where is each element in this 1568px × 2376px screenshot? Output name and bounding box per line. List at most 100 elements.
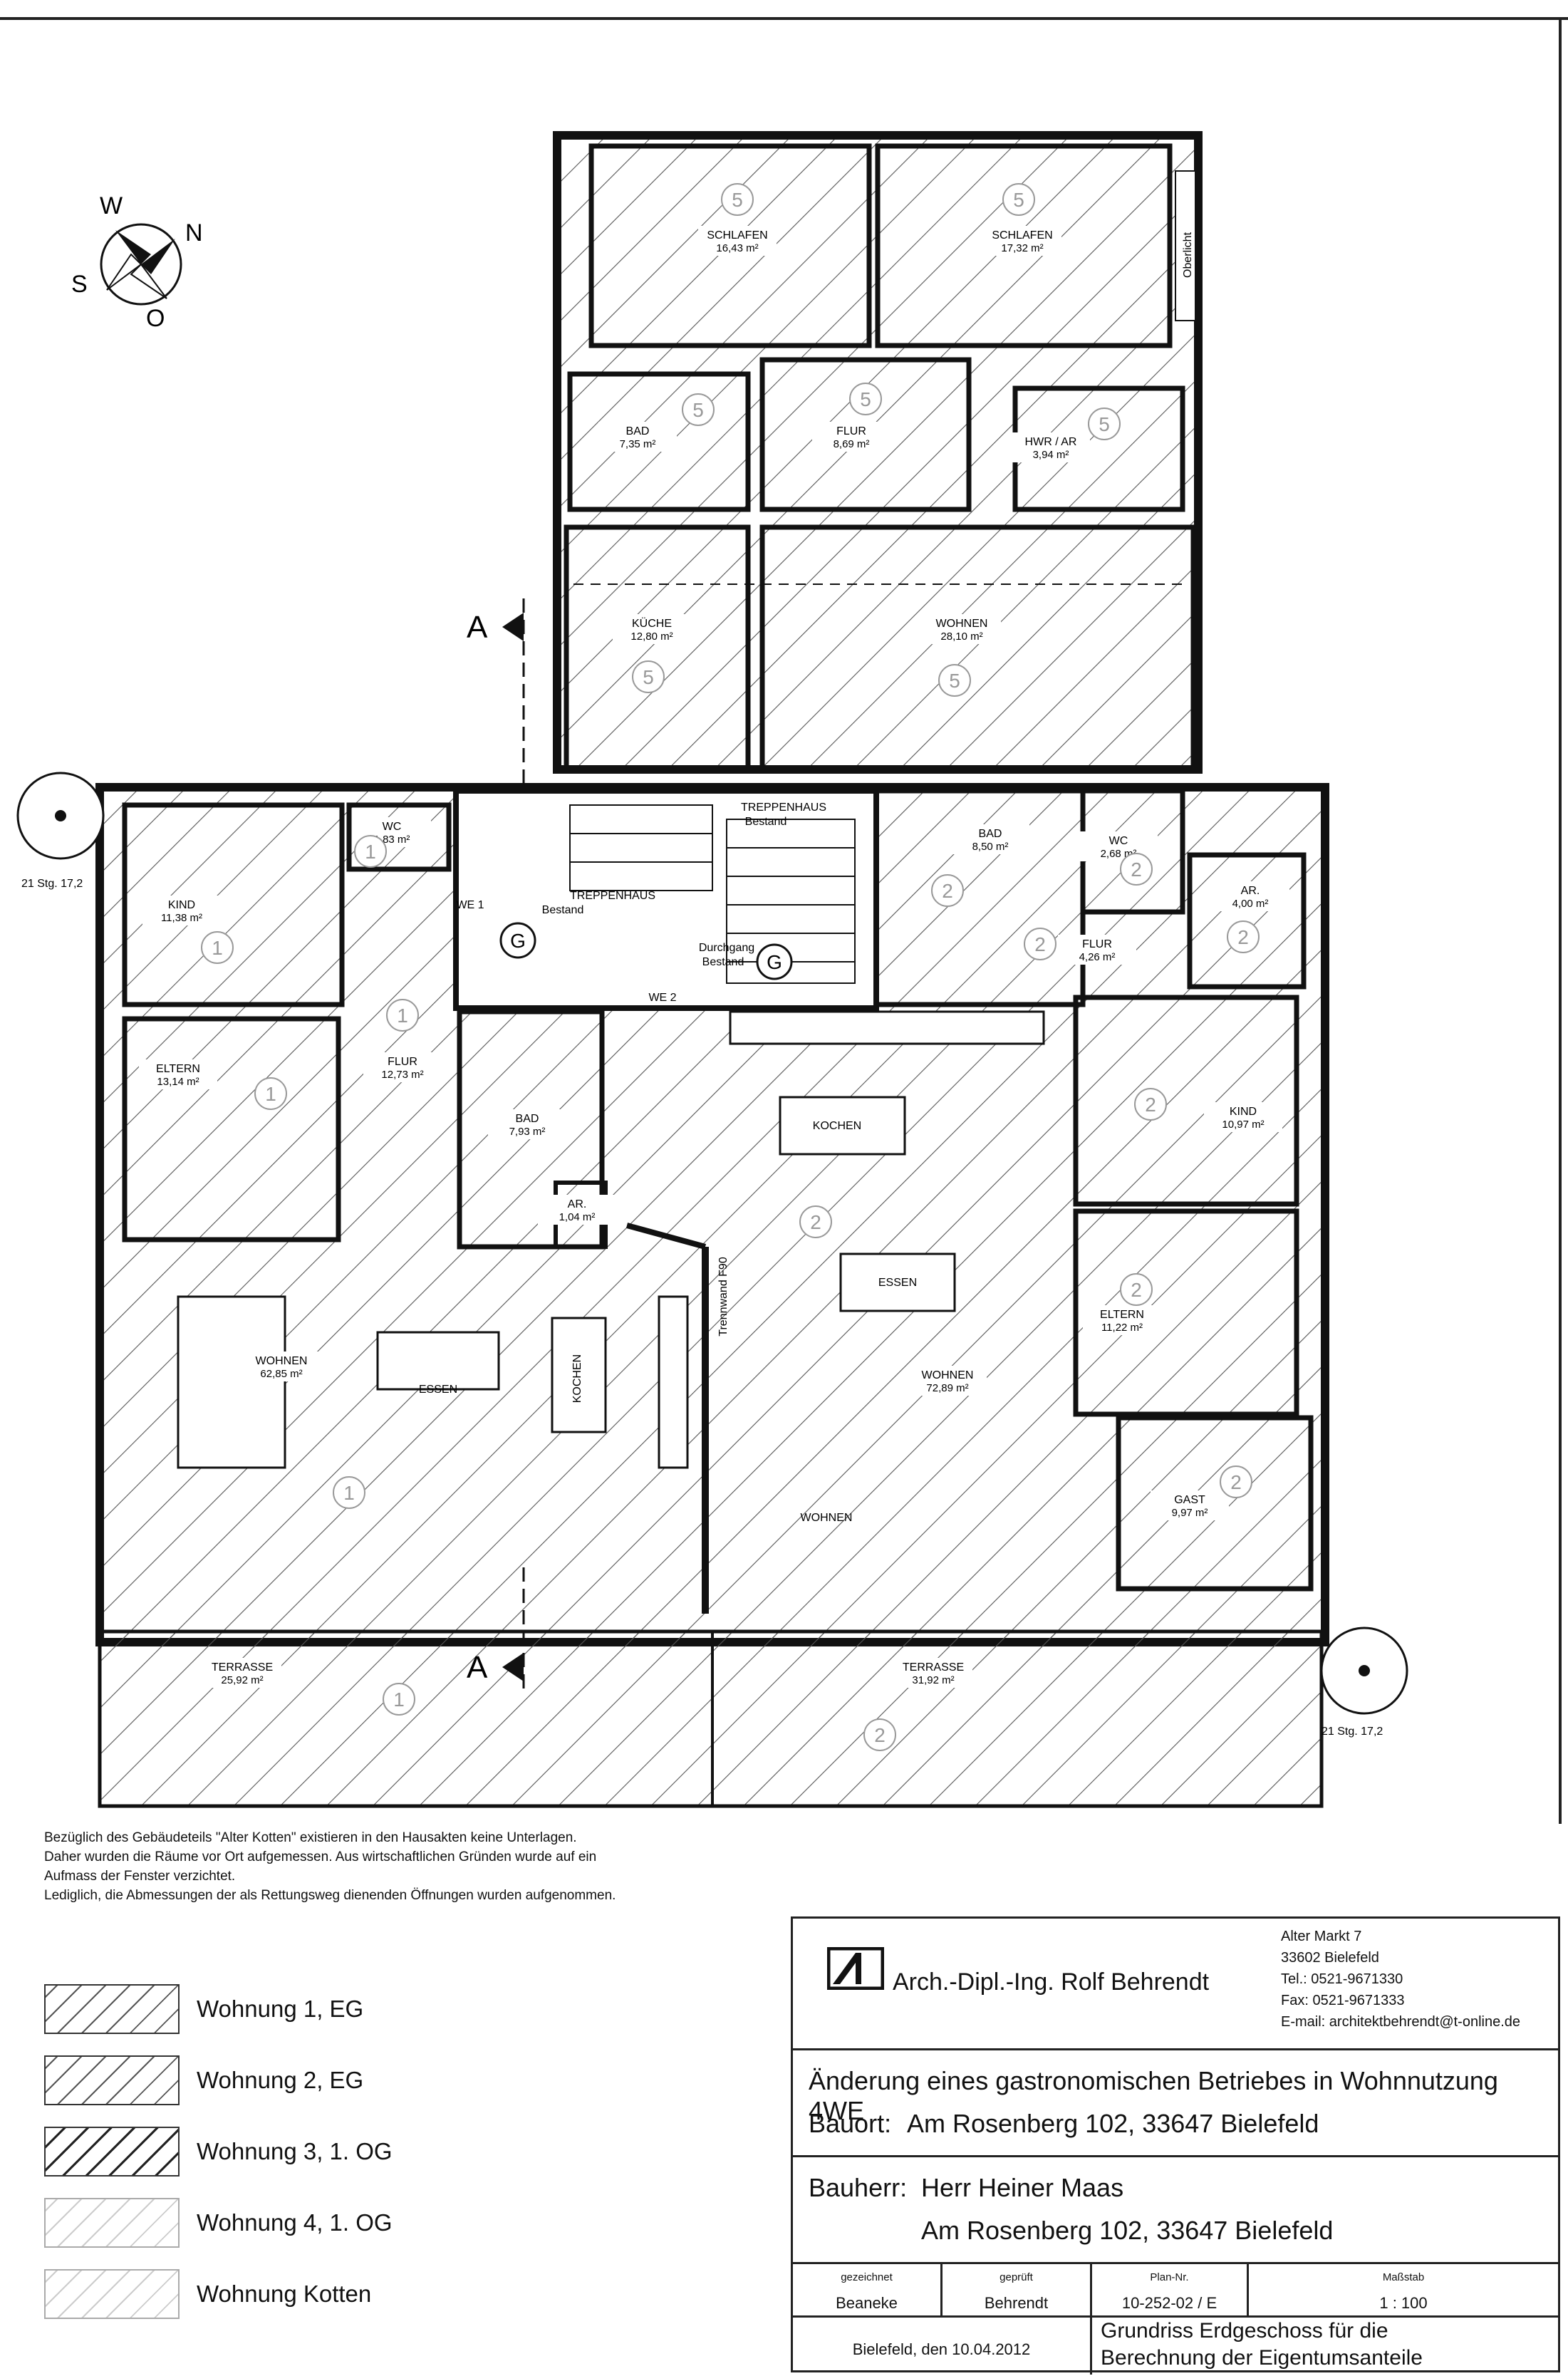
- wohnen2-furniture-label: WOHNEN: [801, 1512, 853, 1524]
- notes: Bezüglich des Gebäudeteils "Alter Kotten…: [44, 1828, 616, 1905]
- stair-left-label: 21 Stg. 17,2: [21, 878, 83, 890]
- gezeichnet-value: Beaneke: [836, 2294, 898, 2312]
- stair-right-label: 21 Stg. 17,2: [1322, 1726, 1383, 1738]
- note-line: Lediglich, die Abmessungen der als Rettu…: [44, 1888, 616, 1903]
- project-title: Änderung eines gastronomischen Betriebes…: [809, 2066, 1498, 2125]
- room-area: 62,85 m²: [260, 1368, 302, 1380]
- tb-project: Änderung eines gastronomischen Betriebes…: [793, 2050, 1558, 2157]
- unit-marker-label: 1: [343, 1482, 355, 1504]
- unit-marker-label: 2: [874, 1724, 886, 1746]
- room-wc1: WC1,83 m²1: [353, 817, 431, 868]
- unit-marker: [201, 931, 234, 964]
- bauherr-address: Am Rosenberg 102, 33647 Bielefeld: [921, 2216, 1334, 2245]
- unit-marker: [1088, 408, 1121, 440]
- spiral-stair-right-icon: [1320, 1627, 1408, 1715]
- room-area: 11,38 m²: [161, 912, 202, 924]
- gezeichnet-label: gezeichnet: [841, 2271, 893, 2283]
- unit-marker-label: 2: [810, 1211, 821, 1233]
- room-area: 28,10 m²: [940, 631, 982, 643]
- unit-marker: [1220, 1465, 1252, 1498]
- gezeichnet-cell: gezeichnet Beaneke: [793, 2264, 943, 2315]
- room-area: 17,32 m²: [1001, 242, 1043, 254]
- compass-south: S: [71, 271, 88, 298]
- room-name: KIND: [168, 899, 195, 911]
- unit-marker: [354, 835, 387, 868]
- we2-label: WE 2: [648, 992, 676, 1004]
- room-name: SCHLAFEN: [707, 229, 767, 242]
- unit-marker-label: 5: [1099, 413, 1110, 435]
- room-area: 4,00 m²: [1232, 898, 1269, 910]
- room-name: TERRASSE: [212, 1661, 273, 1674]
- room-area: 25,92 m²: [221, 1674, 263, 1686]
- kochen2-island: [779, 1096, 906, 1156]
- unit-marker: [254, 1077, 287, 1110]
- tb-header: Arch.-Dipl.-Ing. Rolf Behrendt Alter Mar…: [793, 1919, 1558, 2050]
- room-name: AR.: [1241, 885, 1260, 897]
- room-name: KÜCHE: [632, 617, 672, 630]
- room-name: BAD: [626, 425, 650, 437]
- unit-marker: [1120, 1273, 1153, 1306]
- room-ar1: AR.1,04 m²: [538, 1195, 616, 1225]
- legend-label: Wohnung Kotten: [197, 2281, 372, 2307]
- address-line: E-mail: architektbehrendt@t-online.de: [1281, 2014, 1521, 2030]
- unit-marker: [938, 664, 971, 697]
- room-name: GAST: [1174, 1494, 1205, 1506]
- unit-marker-label: 2: [1237, 926, 1249, 948]
- lower-building: A A: [95, 598, 1329, 1808]
- address-line: 33602 Bielefeld: [1281, 1950, 1379, 1966]
- room-wc2: WC2,68 m²2: [1079, 831, 1158, 886]
- plannr-value: 10-252-02 / E: [1121, 2294, 1217, 2312]
- room-name: ELTERN: [156, 1063, 200, 1075]
- oberlicht-label: Oberlicht: [1182, 232, 1194, 278]
- g-marker-1-label: G: [510, 930, 526, 952]
- address-line: Alter Markt 7: [1281, 1929, 1362, 1944]
- bauort: Am Rosenberg 102, 33647 Bielefeld: [907, 2109, 1319, 2138]
- legend-swatch-hatch: [44, 2269, 180, 2319]
- compass-icon: N W S O: [71, 192, 203, 332]
- bauherr-label: Bauherr:: [809, 2173, 908, 2202]
- unit-marker: [1002, 183, 1035, 216]
- room-name: BAD: [979, 828, 1002, 840]
- room-name: FLUR: [836, 425, 866, 437]
- room-name: FLUR: [1082, 938, 1112, 950]
- kochen2-label: KOCHEN: [813, 1120, 861, 1132]
- room-area: 12,73 m²: [381, 1069, 423, 1081]
- room-area: 8,50 m²: [972, 841, 1009, 853]
- room-name: HWR / AR: [1025, 436, 1077, 448]
- room-area: 31,92 m²: [912, 1674, 954, 1686]
- room-hwr5: HWR / AR3,94 m²5: [1012, 408, 1121, 462]
- unit-marker-label: 5: [692, 399, 704, 421]
- room-name: ELTERN: [1100, 1309, 1144, 1321]
- unit-marker-label: 1: [393, 1688, 405, 1711]
- geprueft-value: Behrendt: [984, 2294, 1049, 2312]
- unit-marker-label: 5: [860, 388, 871, 410]
- unit-marker-label: 2: [1145, 1094, 1156, 1116]
- unit-marker: [931, 874, 964, 907]
- room-area: 1,04 m²: [559, 1211, 596, 1223]
- spiral-stair-left-icon: [16, 772, 105, 860]
- room-name: TERRASSE: [903, 1661, 964, 1674]
- firm-address: Alter Markt 7 33602 Bielefeld Tel.: 0521…: [1281, 1926, 1520, 2033]
- legend-item: Wohnung 1, EG: [44, 1973, 393, 2045]
- g-marker-1: [499, 922, 536, 959]
- legend-swatch-hatch: [44, 2055, 180, 2105]
- room-area: 16,43 m²: [716, 242, 758, 254]
- bauort-label: Bauort:: [809, 2109, 892, 2138]
- legend-item: Wohnung 2, EG: [44, 2045, 393, 2116]
- unit-marker: [849, 383, 882, 415]
- unit-marker: [682, 393, 715, 426]
- drawing-title: Grundriss Erdgeschoss für die Berechnung…: [1101, 2318, 1423, 2372]
- unit-marker-label: 2: [942, 880, 953, 902]
- room-area: 10,97 m²: [1222, 1119, 1264, 1131]
- unit-marker: [1134, 1088, 1167, 1121]
- floor-plan: N W S O Oberlicht: [0, 17, 1568, 1824]
- architect-logo-icon: [827, 1947, 884, 1990]
- room-name: WOHNEN: [936, 618, 988, 630]
- legend-label: Wohnung 1, EG: [197, 1996, 364, 2022]
- tb-client: Bauherr: Herr Heiner Maas Am Rosenberg 1…: [793, 2157, 1558, 2264]
- geprueft-cell: geprüft Behrendt: [943, 2264, 1092, 2315]
- room-name: WC: [1109, 835, 1128, 847]
- section-arrow-bottom-icon: [502, 1653, 524, 1681]
